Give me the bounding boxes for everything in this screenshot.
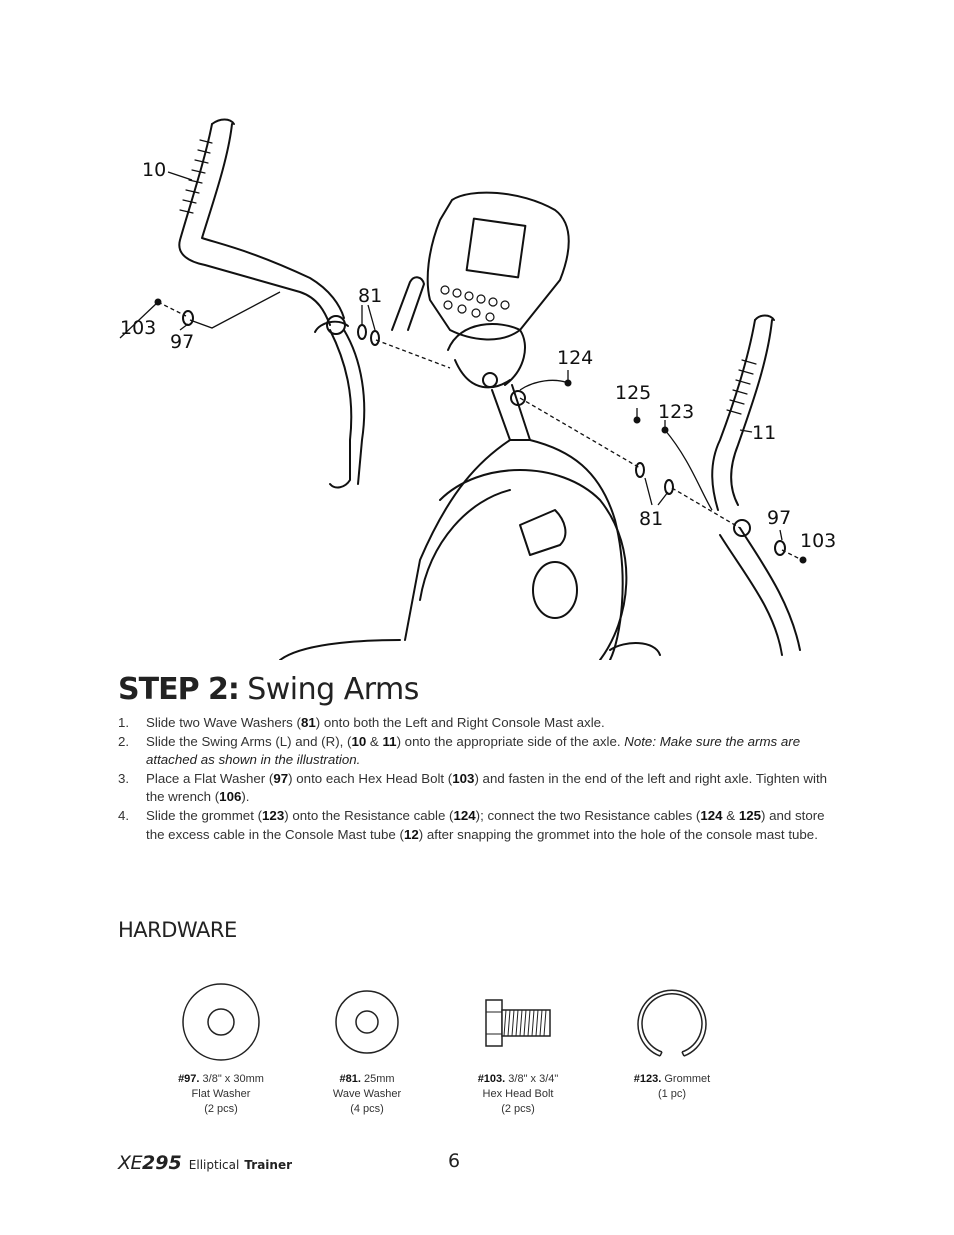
part-number-ref: 103 xyxy=(452,770,475,786)
instruction-step: 2.Slide the Swing Arms (L) and (R), (10 … xyxy=(118,733,838,770)
step-text: & xyxy=(722,807,739,823)
model-prefix: XE xyxy=(118,1152,143,1174)
step-text: ) and store the excess cable in the Cons… xyxy=(146,807,825,842)
footer-brand: XE295 Elliptical Trainer xyxy=(118,1152,292,1174)
step-text: Slide two Wave Washers ( xyxy=(146,715,301,730)
part-number-ref: 10 xyxy=(351,733,367,749)
model-number: 295 xyxy=(142,1152,182,1174)
step-text: ) and fasten in the end of the left and … xyxy=(146,770,828,805)
step-text: & xyxy=(366,733,383,749)
part-number-ref: 123 xyxy=(262,807,285,823)
callout-81-right: 81 xyxy=(639,508,663,530)
grommet-icon xyxy=(637,989,707,1057)
step-text: ) onto both the Left and Right Console M… xyxy=(315,715,605,730)
right-swing-arm xyxy=(711,319,756,511)
callout-97-right: 97 xyxy=(767,507,791,529)
step-label: STEP 2: xyxy=(118,672,240,707)
callout-125: 125 xyxy=(615,382,651,404)
instruction-list: 1. Slide two Wave Washers (81) onto both … xyxy=(118,714,838,844)
product-word-1: Elliptical xyxy=(188,1158,240,1172)
step-number: 1. xyxy=(118,715,130,730)
instruction-step: 4. Slide the grommet (123) onto the Resis… xyxy=(118,807,838,844)
step-text: ) onto the Resistance cable ( xyxy=(284,807,454,823)
part-number-ref: 124 xyxy=(453,807,476,823)
step-number: 4. xyxy=(118,807,130,823)
step-text: ) after snapping the grommet into the ho… xyxy=(418,826,818,842)
step-number: 2. xyxy=(118,733,130,749)
step-text: ); connect the two Resistance cables ( xyxy=(475,807,701,823)
product-word-2: Trainer xyxy=(244,1158,293,1172)
instruction-step: 1. Slide two Wave Washers (81) onto both … xyxy=(118,714,838,733)
hex-bolt-icon xyxy=(485,999,551,1047)
callout-103-right: 103 xyxy=(800,530,836,552)
left-swing-arm xyxy=(178,123,331,326)
console-mast xyxy=(491,384,531,441)
callout-103-left: 103 xyxy=(120,317,156,339)
step-text: ) onto each Hex Head Bolt ( xyxy=(288,770,453,786)
hardware-item-81: #81. 25mm Wave Washer (4 pcs) xyxy=(282,980,452,1117)
hardware-item-97: #97. 3/8" x 30mm Flat Washer (2 pcs) xyxy=(136,980,306,1117)
step-text: Place a Flat Washer ( xyxy=(146,770,274,786)
part-number-ref: 97 xyxy=(273,770,289,786)
hardware-item-123: #123. Grommet (1 pc) xyxy=(587,980,757,1102)
callout-124: 124 xyxy=(557,347,593,369)
flat-washer-icon xyxy=(182,983,260,1061)
part-number-ref: 81 xyxy=(300,715,316,730)
part-number-ref: 11 xyxy=(382,733,397,749)
part-number-ref: 124 xyxy=(700,807,723,823)
flywheel-housing xyxy=(439,469,628,660)
step-text: Slide the grommet ( xyxy=(146,807,263,823)
step-number: 3. xyxy=(118,770,130,786)
hardware-title: HARDWARE xyxy=(118,918,237,942)
part-number-ref: 106 xyxy=(219,789,242,805)
step-heading: STEP 2: Swing Arms xyxy=(118,672,419,707)
part-number-ref: 125 xyxy=(738,807,761,823)
step-title: Swing Arms xyxy=(247,672,419,707)
note-text: Note: Make sure the arms are attached as… xyxy=(146,733,801,768)
callout-123: 123 xyxy=(658,401,694,423)
instruction-step: 3. Place a Flat Washer (97) onto each Hex… xyxy=(118,770,838,807)
callout-10: 10 xyxy=(142,159,166,181)
assembly-diagram: 10 103 97 81 124 125 123 11 81 97 103 xyxy=(119,118,836,660)
wave-washer-icon xyxy=(335,990,399,1054)
hardware-item-103: #103. 3/8" x 3/4" Hex Head Bolt (2 pcs) xyxy=(433,980,603,1117)
part-number-ref: 12 xyxy=(403,826,419,842)
console xyxy=(426,191,570,341)
step-text: ). xyxy=(241,789,250,805)
callout-11: 11 xyxy=(752,422,776,444)
step-text: ) onto the appropriate side of the axle. xyxy=(396,733,625,749)
callout-97-left: 97 xyxy=(170,331,194,353)
callout-81-left: 81 xyxy=(358,285,382,307)
page-number: 6 xyxy=(448,1150,461,1172)
step-text: Slide the Swing Arms (L) and (R), ( xyxy=(146,733,352,749)
